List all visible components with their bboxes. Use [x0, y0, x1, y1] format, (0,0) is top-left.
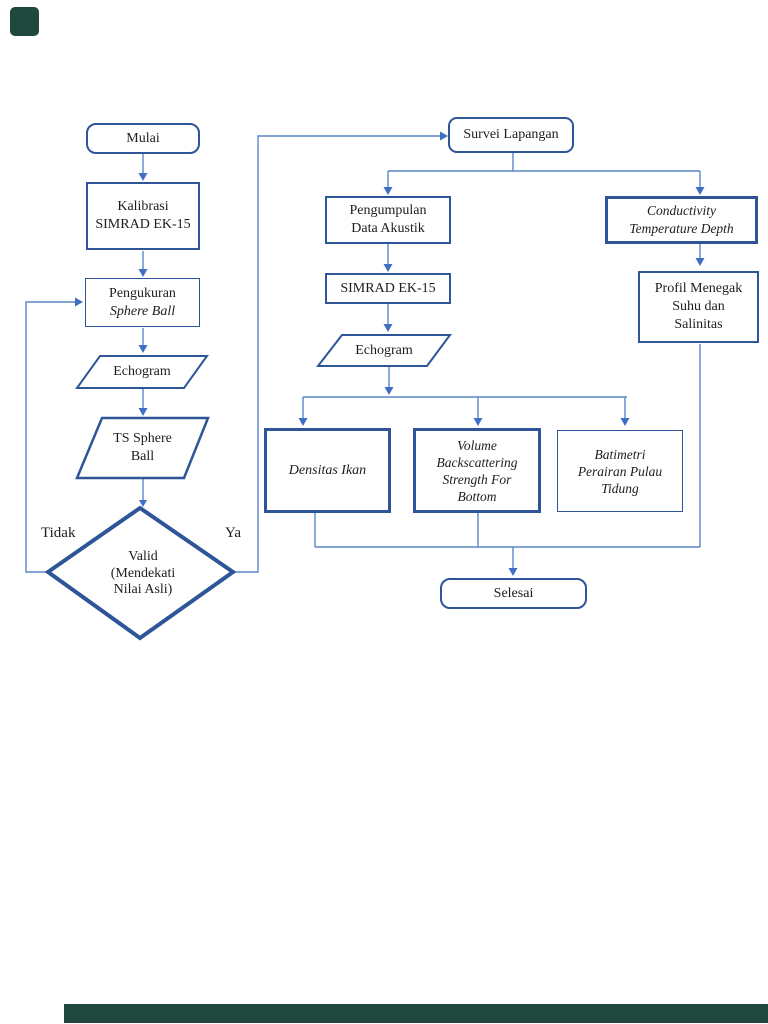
node-pengumpulan-data-akustik: Pengumpulan Data Akustik: [325, 196, 451, 244]
node-mulai: Mulai: [86, 123, 200, 154]
node-valid-label: Valid (Mendekati Nilai Asli): [110, 549, 176, 598]
node-echogram1: Echogram: [77, 356, 207, 388]
ts-sphere-ball-parallelogram: [75, 416, 210, 480]
node-pengukuran-line2: Sphere Ball: [109, 303, 176, 319]
node-echogram2: Echogram: [318, 335, 450, 366]
echogram1-parallelogram: [75, 355, 209, 389]
node-conductivity-label: Conductivity Temperature Depth: [629, 203, 734, 236]
node-densitas-ikan: Densitas Ikan: [264, 428, 391, 513]
node-selesai: Selesai: [440, 578, 587, 609]
node-volume-label: Volume Backscattering Strength For Botto…: [436, 437, 518, 504]
node-batimetri: Batimetri Perairan Pulau Tidung: [557, 430, 683, 512]
node-ts-sphere-ball: TS Sphere Ball: [77, 418, 208, 478]
corner-accent-square: [10, 7, 39, 36]
node-batimetri-label: Batimetri Perairan Pulau Tidung: [577, 446, 663, 496]
node-densitas-label: Densitas Ikan: [288, 462, 367, 478]
node-pengumpulan-label: Pengumpulan Data Akustik: [349, 203, 427, 236]
node-profil-label: Profil Menegak Suhu dan Salinitas: [654, 281, 743, 332]
node-survei-label: Survei Lapangan: [463, 127, 559, 142]
connector-ya-survei: [233, 135, 441, 573]
arrowheads: [75, 131, 705, 576]
node-ts-label: TS Sphere Ball: [113, 431, 172, 464]
edge-label-ya: Ya: [225, 525, 241, 541]
valid-decision-diamond: [44, 505, 237, 641]
connector-three-way-split: [302, 396, 627, 422]
node-echogram1-label: Echogram: [113, 364, 171, 379]
node-survei-lapangan: Survei Lapangan: [448, 117, 574, 153]
node-selesai-label: Selesai: [493, 585, 534, 601]
connector-tidak-loop: [25, 301, 76, 573]
echogram2-parallelogram: [315, 334, 452, 367]
node-volume-backscattering: Volume Backscattering Strength For Botto…: [413, 428, 541, 513]
node-valid-decision: Valid (Mendekati Nilai Asli): [83, 549, 203, 599]
connector-survei-split: [387, 153, 701, 191]
node-simrad-ek15: SIMRAD EK-15: [325, 273, 451, 304]
node-mulai-label: Mulai: [126, 130, 160, 146]
node-kalibrasi-label: Kalibrasi SIMRAD EK-15: [95, 199, 191, 232]
bottom-accent-bar: [64, 1004, 768, 1023]
node-pengukuran-sphere-ball: Pengukuran Sphere Ball: [85, 278, 200, 327]
node-echogram2-label: Echogram: [355, 342, 413, 358]
node-profil-menegak: Profil Menegak Suhu dan Salinitas: [638, 271, 759, 343]
node-conductivity-temperature-depth: Conductivity Temperature Depth: [605, 196, 758, 244]
node-pengukuran-line1: Pengukuran: [109, 285, 176, 301]
connector-converge: [314, 512, 700, 548]
node-kalibrasi-simrad: Kalibrasi SIMRAD EK-15: [86, 182, 200, 250]
node-simrad-label: SIMRAD EK-15: [340, 280, 436, 296]
edge-label-tidak: Tidak: [41, 525, 76, 541]
